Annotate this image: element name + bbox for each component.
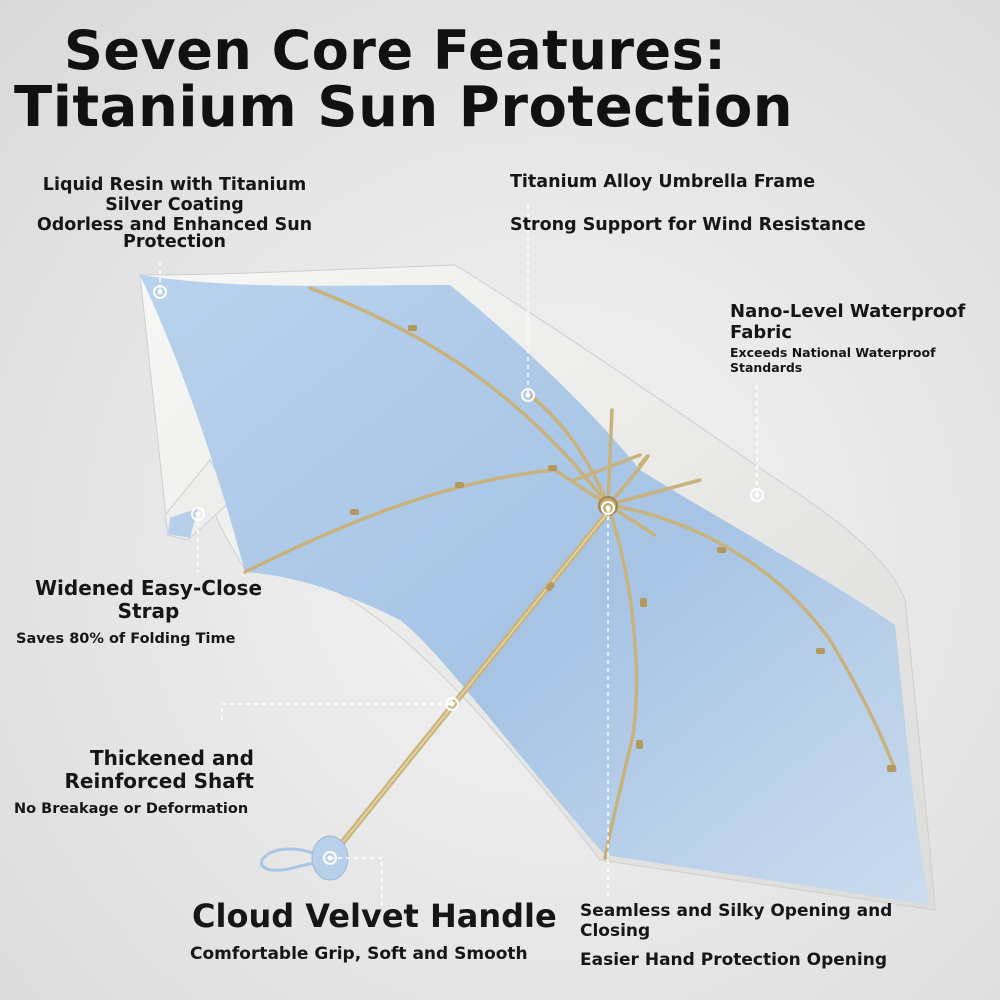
feature-opening-line-2: Closing [580, 920, 651, 941]
rib-mid-left [573, 453, 642, 482]
feature-shaft-line-1: Thickened and [89, 746, 254, 770]
feature-frame-title: Titanium Alloy Umbrella Frame [510, 172, 816, 192]
feature-strap-line-2: Strap [117, 599, 180, 623]
feature-fabric-sub-1: Exceeds National Waterproof [730, 345, 936, 361]
page-title-line-2: Titanium Sun Protection [14, 75, 794, 140]
feature-markers [153, 285, 764, 865]
feature-opening-line-1: Seamless and Silky Opening and [580, 901, 893, 921]
feature-silky-opening: Seamless and Silky Opening and Closing E… [580, 901, 893, 971]
page-title-line-1: Seven Core Features: [64, 19, 727, 82]
feature-shaft-subtitle: No Breakage or Deformation [14, 801, 249, 817]
feature-strap-line-1: Widened Easy-Close [34, 576, 263, 600]
leader-lines [159, 205, 758, 905]
feature-handle-title: Cloud Velvet Handle [192, 897, 557, 935]
feature-opening-subtitle: Easier Hand Protection Opening [580, 950, 888, 971]
rib-upper-left [308, 286, 610, 507]
feature-fabric-line-2: Fabric [730, 321, 792, 343]
rib-joints [350, 325, 896, 772]
feature-resin-line-3: Odorless and Enhanced Sun [36, 215, 313, 236]
rib-right [606, 503, 897, 772]
umbrella-ribs [243, 286, 897, 860]
strap-flap-blue [168, 508, 198, 538]
feature-velvet-handle: Cloud Velvet Handle Comfortable Grip, So… [190, 898, 557, 964]
rib-stretcher [606, 454, 650, 507]
feature-frame-subtitle: Strong Support for Wind Resistance [510, 215, 866, 236]
feature-fabric-line-1: Nano-Level Waterproof [730, 301, 966, 322]
rib-top [528, 393, 610, 507]
handle-strap [259, 847, 319, 872]
canopy-inner [140, 275, 930, 905]
rib-right-upper [606, 478, 702, 507]
feature-titanium-frame: Titanium Alloy Umbrella Frame Strong Sup… [510, 172, 866, 235]
rib-left [243, 468, 610, 574]
feature-fabric-sub-2: Standards [730, 359, 803, 375]
feature-waterproof-fabric: Nano-Level Waterproof Fabric Exceeds Nat… [730, 301, 966, 375]
feature-resin-line-4: Protection [123, 232, 226, 253]
feature-handle-subtitle: Comfortable Grip, Soft and Smooth [190, 943, 528, 964]
feature-reinforced-shaft: Thickened and Reinforced Shaft No Breaka… [14, 747, 254, 818]
rib-lower [603, 503, 639, 860]
feature-resin-line-1: Liquid Resin with Titanium [42, 175, 307, 195]
feature-shaft-line-2: Reinforced Shaft [64, 769, 254, 793]
rib-short-top [606, 408, 614, 507]
feature-easy-close-strap: Widened Easy-Close Strap Saves 80% of Fo… [16, 577, 281, 648]
feature-resin-line-2: Silver Coating [105, 195, 244, 216]
feature-resin-coating: Liquid Resin with Titanium Silver Coatin… [22, 175, 327, 253]
feature-strap-subtitle: Saves 80% of Folding Time [16, 631, 236, 647]
